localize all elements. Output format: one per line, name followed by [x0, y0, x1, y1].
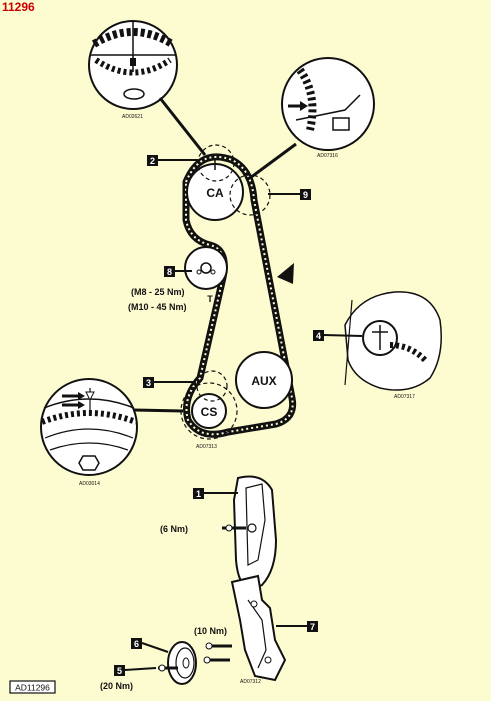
timing-cover — [222, 475, 278, 592]
crankshaft-mark-zone — [196, 370, 228, 402]
crankshaft-pulley: CS — [180, 382, 238, 440]
callout-2: 2 — [150, 156, 155, 166]
pulley-bolt — [158, 664, 178, 672]
crank-detail-code: AD03014 — [79, 481, 100, 487]
cover-bolt-torque: (6 Nm) — [160, 524, 188, 534]
camshaft-detail-view: AD02621 — [88, 20, 178, 120]
figure-number: 11296 — [2, 0, 35, 14]
tensioner-detail-leader — [249, 142, 297, 180]
callout-1-box — [193, 488, 204, 499]
tensioner-pulley-label: T — [207, 294, 213, 304]
callout-1: 1 — [196, 489, 201, 499]
callout-7-box — [307, 621, 318, 632]
callout-5: 5 — [117, 666, 122, 676]
rotation-direction-arrow — [277, 263, 294, 284]
callout-2-box — [147, 155, 158, 166]
tensioner-pulley: T — [184, 246, 228, 304]
camshaft-pulley: CA — [186, 160, 244, 221]
auxiliary-pulley: AUX — [235, 351, 293, 409]
callout-8-box — [164, 266, 175, 277]
callout-9: 9 — [303, 190, 308, 200]
callout-8: 8 — [167, 267, 172, 277]
crank-detail-leader — [133, 408, 184, 413]
tensioner-detail-view: AD07316 — [281, 57, 375, 159]
camshaft-detail-code: AD02621 — [122, 114, 143, 120]
camshaft-detail-leader — [158, 97, 207, 156]
crankshaft-detail-view: AD03014 — [40, 378, 138, 487]
camshaft-pulley-label: CA — [206, 186, 224, 200]
callout-7: 7 — [310, 622, 315, 632]
bracket-bolts — [203, 642, 232, 664]
tensioner-torque-m8: (M8 - 25 Nm) — [131, 287, 185, 297]
callout-6-box — [131, 638, 142, 649]
bracket-detail-code: AD07312 — [240, 679, 261, 685]
tensioner-detail-code: AD07316 — [317, 153, 338, 159]
callout-4-box — [313, 330, 324, 341]
engine-bracket: AD07312 — [230, 574, 287, 685]
callout-3: 3 — [146, 378, 151, 388]
pulley-bolt-torque: (20 Nm) — [100, 681, 133, 691]
callout-3-box — [143, 377, 154, 388]
callout-6: 6 — [134, 639, 139, 649]
callout-5-box — [114, 665, 125, 676]
belt-layout-code: AD07313 — [196, 444, 217, 450]
callout-9-box — [300, 189, 311, 200]
auxiliary-pulley-label: AUX — [251, 374, 276, 388]
camshaft-mark-zone — [197, 144, 235, 182]
callout-4: 4 — [316, 331, 321, 341]
crankshaft-pulley-label: CS — [201, 405, 218, 419]
figure-code: AD11296 — [15, 683, 50, 693]
tensioner-torque-m10: (M10 - 45 Nm) — [128, 302, 187, 312]
aux-detail-code: AD07317 — [394, 394, 415, 400]
figure-code-box — [9, 680, 56, 694]
auxiliary-detail-view: AD07317 — [344, 291, 442, 400]
bracket-bolts-torque: (10 Nm) — [194, 626, 227, 636]
crankshaft-sprocket — [167, 641, 197, 685]
